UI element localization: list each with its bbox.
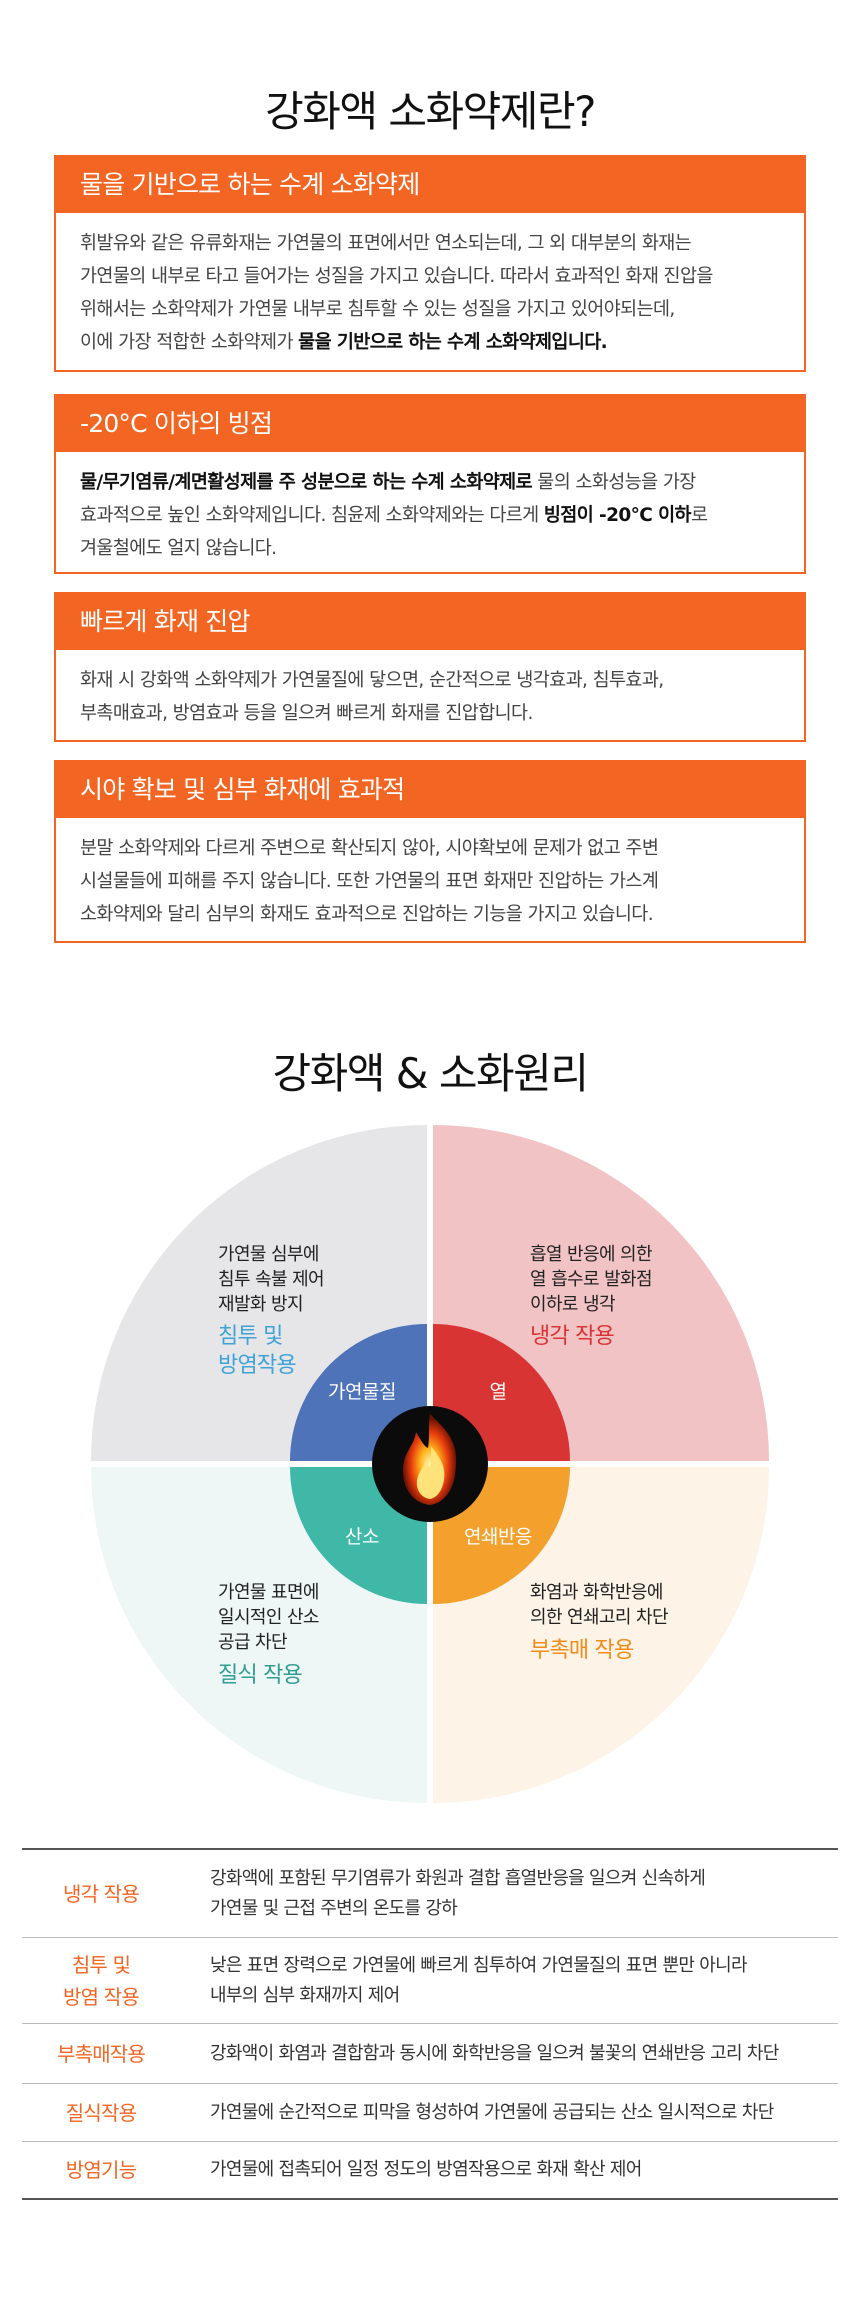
card-emphasis: 물을 기반으로 하는 수계 소화약제입니다. <box>298 332 608 353</box>
card-text: 로 <box>690 505 708 526</box>
section-title: 강화액 & 소화원리 <box>272 1049 589 1098</box>
table-row: 냉각 작용 강화액에 포함된 무기염류가 화원과 결합 흡열반응을 일으켜 신속… <box>22 1850 838 1938</box>
card-body: 분말 소화약제와 다르게 주변으로 확산되지 않아, 시야확보에 문제가 없고 … <box>56 818 804 931</box>
card-line: 물/무기염류/계면활성제를 주 성분으로 하는 수계 소화약제로 물의 소화성능… <box>80 466 780 499</box>
quadrant-text: 가연물 표면에 <box>218 1582 319 1603</box>
row-head-text: 방염 작용 <box>63 1984 140 2009</box>
card-heading: -20°C 이하의 빙점 <box>56 396 804 452</box>
row-desc-text: 가연물에 접촉되어 일정 정도의 방염작용으로 화재 확산 제어 <box>210 2159 642 2180</box>
table-row-desc: 낮은 표면 장력으로 가연물에 빠르게 침투하여 가연물질의 표면 뿐만 아니라… <box>180 1951 838 2011</box>
feature-card-water-based: 물을 기반으로 하는 수계 소화약제 휘발유와 같은 유류화재는 가연물의 표면… <box>54 155 806 372</box>
card-body: 화재 시 강화액 소화약제가 가연물질에 닿으면, 순간적으로 냉각효과, 침투… <box>56 650 804 730</box>
quadrant-outer-top-right <box>433 1125 769 1461</box>
card-emphasis: 빙점이 -20°C 이하 <box>543 505 692 526</box>
card-line: 가연물의 내부로 타고 들어가는 성질을 가지고 있습니다. 따라서 효과적인 … <box>80 266 713 287</box>
feature-card-visibility: 시야 확보 및 심부 화재에 효과적 분말 소화약제와 다르게 주변으로 확산되… <box>54 760 806 943</box>
row-desc-text: 가연물에 순간적으로 피막을 형성하여 가연물에 공급되는 산소 일시적으로 차… <box>210 2101 774 2123</box>
table-row-head: 부촉매작용 <box>22 2038 180 2070</box>
inner-label-oxygen: 산소 <box>345 1526 379 1548</box>
card-line: 부촉매효과, 방염효과 등을 일으켜 빠르게 화재를 진압합니다. <box>80 703 533 724</box>
quadrant-text: 일시적인 산소 <box>218 1607 319 1628</box>
quadrant-text: 재발화 방지 <box>218 1294 303 1315</box>
quadrant-inner-fuel <box>290 1324 427 1461</box>
row-desc-text: 가연물 및 근접 주변의 온도를 강하 <box>210 1897 458 1919</box>
card-line: 시설물들에 피해를 주지 않습니다. 또한 가연물의 표면 화재만 진압하는 가… <box>80 871 659 892</box>
table-row: 질식작용 가연물에 순간적으로 피막을 형성하여 가연물에 공급되는 산소 일시… <box>22 2084 838 2142</box>
quadrant-inner-heat <box>433 1324 570 1461</box>
quadrant-text: 열 흡수로 발화점 <box>530 1269 652 1290</box>
quadrant-text: 흡열 반응에 의한 <box>530 1244 652 1265</box>
row-desc-text: 강화액에 포함된 무기염류가 화원과 결합 흡열반응을 일으켜 신속하게 <box>210 1867 706 1889</box>
inner-label-chain-reaction: 연쇄반응 <box>464 1526 532 1548</box>
card-heading: 물을 기반으로 하는 수계 소화약제 <box>56 157 804 213</box>
page-title: 강화액 소화약제란? <box>265 87 596 136</box>
row-head-text: 방염기능 <box>65 2158 137 2182</box>
quadrant-text: 이하로 냉각 <box>530 1294 615 1315</box>
row-desc-text: 내부의 심부 화재까지 제어 <box>210 1984 400 2006</box>
action-label-penetration: 침투 및 <box>218 1324 283 1349</box>
quadrant-text: 화염과 화학반응에 <box>530 1582 663 1603</box>
action-label-negative-catalysis: 부촉매 작용 <box>530 1638 634 1663</box>
action-label-smothering: 질식 작용 <box>218 1663 303 1688</box>
quadrant-outer-bottom-right <box>433 1467 769 1803</box>
table-row: 침투 및 방염 작용 낮은 표면 장력으로 가연물에 빠르게 침투하여 가연물질… <box>22 1938 838 2024</box>
inner-label-fuel: 가연물질 <box>328 1381 396 1403</box>
feature-card-freezing-point: -20°C 이하의 빙점 물/무기염류/계면활성제를 주 성분으로 하는 수계 … <box>54 394 806 574</box>
table-row-head: 방염기능 <box>22 2154 180 2186</box>
card-line: 휘발유와 같은 유류화재는 가연물의 표면에서만 연소되는데, 그 외 대부분의… <box>80 233 692 254</box>
inner-label-heat: 열 <box>490 1381 507 1403</box>
card-line: 겨울철에도 얼지 않습니다. <box>80 538 277 559</box>
card-line: 효과적으로 높인 소화약제입니다. 침윤제 소화약제와는 다르게 빙점이 -20… <box>80 499 780 532</box>
card-line: 이에 가장 적합한 소화약제가 물을 기반으로 하는 수계 소화약제입니다. <box>80 326 780 359</box>
card-text: 물의 소화성능을 가장 <box>532 472 696 493</box>
table-row-desc: 강화액에 포함된 무기염류가 화원과 결합 흡열반응을 일으켜 신속하게 가연물… <box>180 1864 838 1924</box>
action-label-cooling: 냉각 작용 <box>530 1324 615 1349</box>
card-text: 효과적으로 높인 소화약제입니다. 침윤제 소화약제와는 다르게 <box>80 505 544 526</box>
card-text: 이에 가장 적합한 소화약제가 <box>80 332 299 353</box>
row-desc-text: 낮은 표면 장력으로 가연물에 빠르게 침투하여 가연물질의 표면 뿐만 아니라 <box>210 1954 748 1976</box>
quadrant-text: 공급 차단 <box>218 1632 287 1653</box>
quadrant-text: 의한 연쇄고리 차단 <box>530 1607 668 1628</box>
quadrant-outer-top-left <box>91 1125 427 1461</box>
table-row-desc: 강화액이 화염과 결합함과 동시에 화학반응을 일으켜 불꽃의 연쇄반응 고리 … <box>180 2039 838 2069</box>
quadrant-outer-bottom-left <box>91 1467 427 1803</box>
row-head-text: 침투 및 <box>71 1952 131 1977</box>
card-line: 분말 소화약제와 다르게 주변으로 확산되지 않아, 시야확보에 문제가 없고 … <box>80 838 659 859</box>
quadrant-inner-oxygen <box>290 1467 427 1604</box>
quadrant-text: 침투 속불 제어 <box>218 1269 324 1290</box>
card-heading: 빠르게 화재 진압 <box>56 594 804 650</box>
table-row-desc: 가연물에 접촉되어 일정 정도의 방염작용으로 화재 확산 제어 <box>180 2155 838 2185</box>
card-line: 위해서는 소화약제가 가연물 내부로 침투할 수 있는 성질을 가지고 있어야되… <box>80 299 675 320</box>
card-heading: 시야 확보 및 심부 화재에 효과적 <box>56 762 804 818</box>
card-line: 화재 시 강화액 소화약제가 가연물질에 닿으면, 순간적으로 냉각효과, 침투… <box>80 670 664 691</box>
quadrant-text: 가연물 심부에 <box>218 1244 319 1265</box>
card-body: 물/무기염류/계면활성제를 주 성분으로 하는 수계 소화약제로 물의 소화성능… <box>56 452 804 565</box>
action-summary-table: 냉각 작용 강화액에 포함된 무기염류가 화원과 결합 흡열반응을 일으켜 신속… <box>22 1848 838 2200</box>
table-row-head: 냉각 작용 <box>22 1878 180 1910</box>
table-row-desc: 가연물에 순간적으로 피막을 형성하여 가연물에 공급되는 산소 일시적으로 차… <box>180 2098 838 2128</box>
row-head-text: 질식작용 <box>65 2100 137 2125</box>
row-head-text: 부촉매작용 <box>57 2041 146 2066</box>
table-row: 방염기능 가연물에 접촉되어 일정 정도의 방염작용으로 화재 확산 제어 <box>22 2142 838 2200</box>
table-row-head: 질식작용 <box>22 2097 180 2129</box>
quadrant-inner-chain-reaction <box>433 1467 570 1604</box>
row-head-text: 냉각 작용 <box>63 1881 140 1906</box>
action-label-penetration: 방염작용 <box>218 1353 296 1378</box>
feature-card-fast-suppression: 빠르게 화재 진압 화재 시 강화액 소화약제가 가연물질에 닿으면, 순간적으… <box>54 592 806 742</box>
card-line: 소화약제와 달리 심부의 화재도 효과적으로 진압하는 기능을 가지고 있습니다… <box>80 904 654 925</box>
card-body: 휘발유와 같은 유류화재는 가연물의 표면에서만 연소되는데, 그 외 대부분의… <box>56 213 804 359</box>
table-row-head: 침투 및 방염 작용 <box>22 1949 180 2013</box>
row-desc-text: 강화액이 화염과 결합함과 동시에 화학반응을 일으켜 불꽃의 연쇄반응 고리 … <box>210 2042 779 2064</box>
fire-icon <box>402 1414 457 1505</box>
card-emphasis: 물/무기염류/계면활성제를 주 성분으로 하는 수계 소화약제로 <box>80 472 533 493</box>
table-row: 부촉매작용 강화액이 화염과 결합함과 동시에 화학반응을 일으켜 불꽃의 연쇄… <box>22 2024 838 2084</box>
fire-center-circle <box>372 1406 488 1522</box>
